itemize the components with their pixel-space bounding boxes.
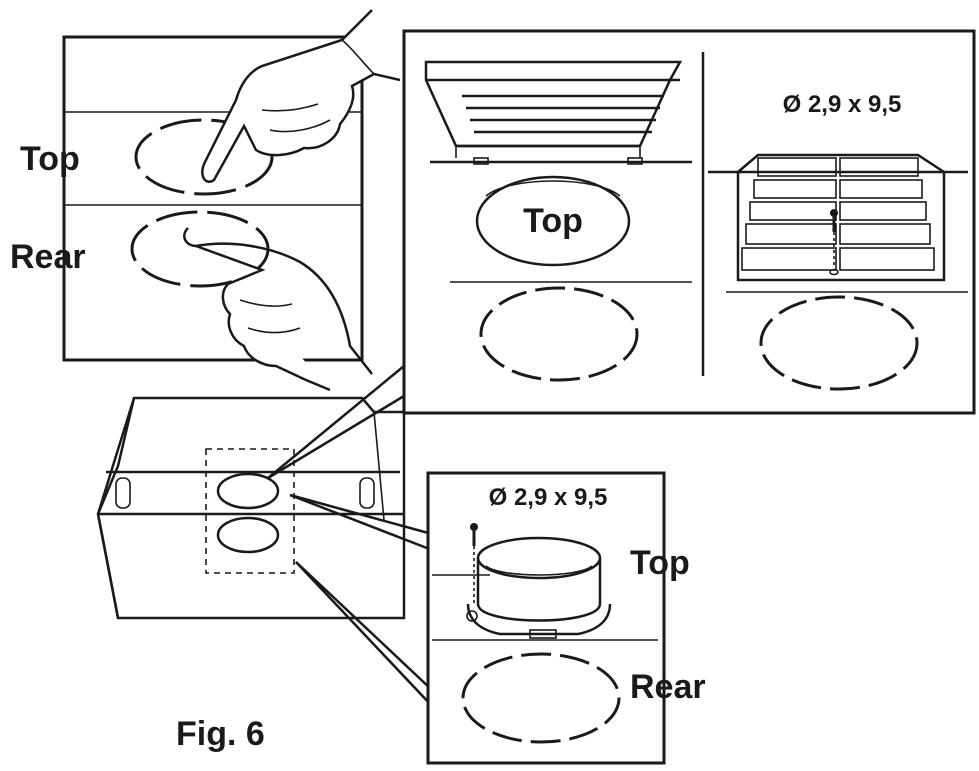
- knockout-outline-lower: [461, 652, 621, 744]
- screw-icon-lower: [470, 523, 478, 606]
- rear-label-lower: Rear: [630, 668, 706, 706]
- top-knockout-outline: [134, 118, 274, 196]
- top-label-left: Top: [20, 140, 80, 178]
- knockout-outline-upper-right: [759, 295, 919, 391]
- pointing-hand-lower: [183, 227, 331, 392]
- pointing-hand-upper: [201, 9, 401, 183]
- screw-spec-upper: Ø 2,9 x 9,5: [783, 91, 902, 118]
- knockout-outline-upper-left: [479, 286, 639, 382]
- callout-leaders: [267, 365, 433, 707]
- panel-frame-lower: [426, 471, 666, 765]
- top-cover-ellipse: [475, 175, 631, 267]
- hood-body: [96, 396, 406, 620]
- detail-panel-upper: Top Ø 2,9 x 9,5: [402, 29, 976, 415]
- hood-top-knockout: [216, 472, 280, 510]
- knockout-area-dashed: [205, 448, 295, 574]
- detail-panel-lower: Ø 2,9 x 9,5 Top Rear: [426, 471, 706, 765]
- hood-rear-knockout: [216, 516, 280, 554]
- screw-icon-upper: [829, 209, 839, 276]
- top-label-lower: Top: [630, 544, 690, 582]
- rear-label-left: Rear: [10, 238, 86, 276]
- round-adapter-collar: [466, 536, 612, 639]
- top-cover-label: Top: [523, 202, 583, 240]
- grid-filter: [736, 153, 946, 282]
- panel-frame-upper: [402, 29, 976, 415]
- grille-cover: [424, 60, 683, 158]
- screw-spec-lower: Ø 2,9 x 9,5: [489, 484, 608, 511]
- knockout-press-panel: [62, 9, 401, 392]
- figure-caption: Fig. 6: [176, 715, 265, 753]
